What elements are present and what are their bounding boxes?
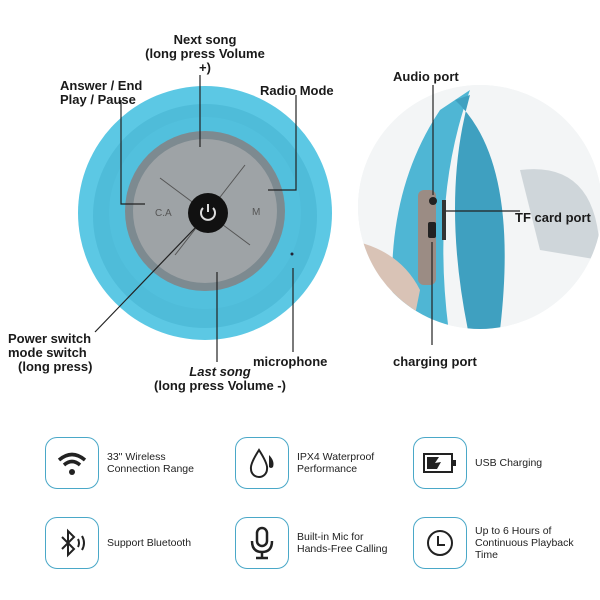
svg-text:C.A: C.A (155, 208, 172, 219)
label-audio-port: Audio port (393, 69, 459, 84)
label-last-song: Last song(long press Volume -) (154, 364, 286, 393)
product-diagram: C.A M (78, 75, 600, 362)
microphone-icon (250, 526, 274, 560)
feature-usb-charging: USB Charging (413, 437, 542, 489)
battery-charging-icon (423, 453, 456, 473)
label-charging-port: charging port (393, 354, 477, 369)
label-tf-card-port: TF card port (515, 210, 591, 225)
clock-icon (427, 530, 453, 556)
feature-microphone: Built-in Mic for Hands-Free Calling (235, 517, 387, 569)
svg-text:M: M (252, 207, 260, 218)
feature-bluetooth: Support Bluetooth (45, 517, 191, 569)
water-drop-icon (249, 448, 274, 478)
bluetooth-icon (61, 528, 85, 558)
feature-playback-time: Up to 6 Hours of Continuous Playback Tim… (413, 517, 574, 569)
speaker-front-image: C.A M (78, 86, 332, 340)
label-microphone: microphone (253, 354, 328, 369)
feature-waterproof: IPX4 Waterproof Performance (235, 437, 374, 489)
port-callout-lines (431, 85, 520, 345)
power-button-icon (188, 193, 228, 233)
callout-lines (94, 75, 297, 362)
wifi-icon (57, 452, 87, 475)
feature-wireless-range: 33" Wireless Connection Range (45, 437, 194, 489)
speaker-ports-image (358, 85, 600, 329)
label-next-song: Next song(long press Volume +) (145, 32, 265, 75)
label-radio-mode: Radio Mode (260, 83, 334, 98)
